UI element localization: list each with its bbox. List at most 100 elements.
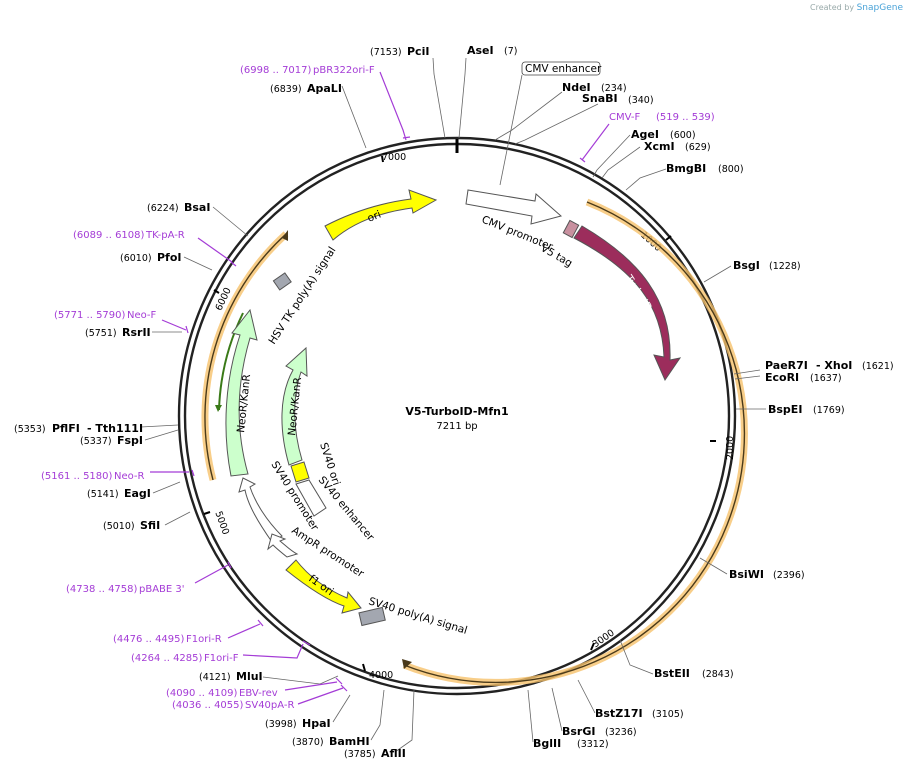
turboid-arrow[interactable] (573, 225, 682, 382)
bamhi-pos: (3870) (292, 737, 324, 748)
bsiwi-pos: (2396) (773, 570, 805, 581)
ampr-promoter-arrow[interactable] (267, 533, 299, 558)
xcmi-name: XcmI (644, 140, 675, 153)
bspei-pos: (1769) (813, 405, 845, 416)
f1ori-r-range: (4476 .. 4495) (113, 634, 185, 645)
tick-5000: 5000 (212, 510, 231, 536)
neo-f-range: (5771 .. 5790) (54, 310, 126, 321)
eagi-pos: (5141) (87, 489, 119, 500)
sv40-polya-box[interactable] (358, 606, 386, 627)
neo-r-name: Neo-R (114, 471, 145, 482)
eagi-name: EagI (124, 487, 151, 500)
sfii-name: SfiI (140, 519, 160, 532)
ori-label: ori (366, 209, 383, 225)
sv40-enhancer-box[interactable] (295, 479, 327, 517)
cmv-f-range: (519 .. 539) (656, 112, 715, 123)
xcmi-pos: (629) (685, 142, 711, 153)
pbr322ori-f-range: (6998 .. 7017) (240, 65, 312, 76)
bglii-name: BglII (533, 737, 561, 750)
tk-pa-r-name: TK-pA-R (145, 230, 185, 241)
aflii-pos: (3785) (344, 749, 376, 760)
ori-arrow[interactable] (324, 189, 438, 241)
rsrii-name: RsrII (122, 326, 151, 339)
neokanr-outer-arrow[interactable] (225, 308, 258, 477)
ndei-name: NdeI (562, 81, 591, 94)
paer7i-name: PaeR7I (765, 359, 808, 372)
fspi-pos: (5337) (80, 436, 112, 447)
bmgbi-pos: (800) (718, 164, 744, 175)
tick-7000: 7000 (382, 152, 406, 163)
credit-prefix: Created by (810, 3, 855, 12)
bspei-name: BspEI (768, 403, 802, 416)
snabi-pos: (340) (628, 95, 654, 106)
orf-line-left (204, 233, 287, 481)
pbabe-3-range: (4738 .. 4758) (66, 584, 138, 595)
sv40-promoter-arrow[interactable] (238, 477, 283, 543)
neo-orf-line (218, 312, 244, 411)
tick-2000: 2000 (725, 436, 736, 460)
neokanr-inner-arrow[interactable] (281, 346, 308, 466)
orf-line-main (403, 201, 746, 684)
plasmid-length: 7211 bp (436, 421, 477, 432)
hpai-name: HpaI (302, 717, 331, 730)
bglii-pos: (3312) (577, 739, 609, 750)
pfoi-pos: (6010) (120, 253, 152, 264)
plasmid-name: V5-TurboID-Mfn1 (405, 405, 508, 418)
ebv-rev-range: (4090 .. 4109) (166, 688, 238, 699)
v5-tag-label: V5 tag (539, 242, 575, 270)
apali-name: ApaLI (307, 82, 342, 95)
cmv-enhancer-label: CMV enhancer (525, 63, 602, 75)
pfoi-name: PfoI (157, 251, 182, 264)
cmv-promoter-arrow[interactable] (465, 189, 563, 225)
asei-pos: (7) (504, 46, 517, 57)
ebv-rev-name: EBV-rev (239, 688, 278, 699)
bsteii-name: BstEII (654, 667, 690, 680)
primer-leaders (150, 71, 610, 705)
bstz17i-name: BstZ17I (595, 707, 643, 720)
orf-highlight-main (402, 198, 748, 686)
neo-r-range: (5161 .. 5180) (41, 471, 113, 482)
paer7i-pos: (1621) (862, 361, 894, 372)
bsgi-name: BsgI (733, 259, 760, 272)
f1-ori-arrow[interactable] (285, 559, 362, 614)
neo-f-name: Neo-F (127, 310, 157, 321)
f1ori-f-name: F1ori-F (204, 653, 239, 664)
tick-4000: 4000 (369, 670, 393, 681)
sv40pa-r-name: SV40pA-R (245, 700, 294, 711)
enzyme-leaders (140, 57, 766, 753)
bmgbi-name: BmgBI (666, 162, 706, 175)
neo-orf-arrowhead (215, 405, 222, 412)
aflii-name: AflII (381, 747, 406, 760)
mlui-pos: (4121) (199, 672, 231, 683)
hsv-tk-polya-label: HSV TK poly(A) signal (266, 245, 338, 347)
bsai-name: BsaI (184, 201, 210, 214)
agei-name: AgeI (631, 128, 659, 141)
agei-pos: (600) (670, 130, 696, 141)
f1ori-f-range: (4264 .. 4285) (131, 653, 203, 664)
pcii-name: PciI (407, 45, 429, 58)
bsrgi-name: BsrGI (562, 725, 595, 738)
sv40-ori-box[interactable] (290, 461, 310, 483)
snapgene-brand: SnapGene (856, 3, 903, 13)
snapgene-credit: Created by SnapGene (810, 3, 903, 13)
snabi-name: SnaBI (582, 92, 618, 105)
bsgi-pos: (1228) (769, 261, 801, 272)
mlui-name: MluI (236, 670, 263, 683)
hpai-pos: (3998) (265, 719, 297, 730)
pbr322ori-f-name: pBR322ori-F (313, 65, 375, 76)
pcii-pos: (7153) (370, 47, 402, 58)
bamhi-name: BamHI (329, 735, 370, 748)
sv40pa-r-range: (4036 .. 4055) (172, 700, 244, 711)
tk-pa-r-range: (6089 .. 6108) (73, 230, 145, 241)
pbabe-3-name: pBABE 3' (139, 584, 185, 595)
cmv-f-name: CMV-F (609, 112, 640, 123)
bsiwi-name: BsiWI (729, 568, 764, 581)
backbone-outer (177, 136, 737, 696)
pflfi-pos: (5353) (14, 424, 46, 435)
v5-tag-box[interactable] (562, 219, 580, 239)
ndei-pos: (234) (601, 83, 627, 94)
pflfi-name: PflFI (52, 422, 80, 435)
bsteii-pos: (2843) (702, 669, 734, 680)
hsv-tk-polya-box[interactable] (272, 272, 292, 291)
